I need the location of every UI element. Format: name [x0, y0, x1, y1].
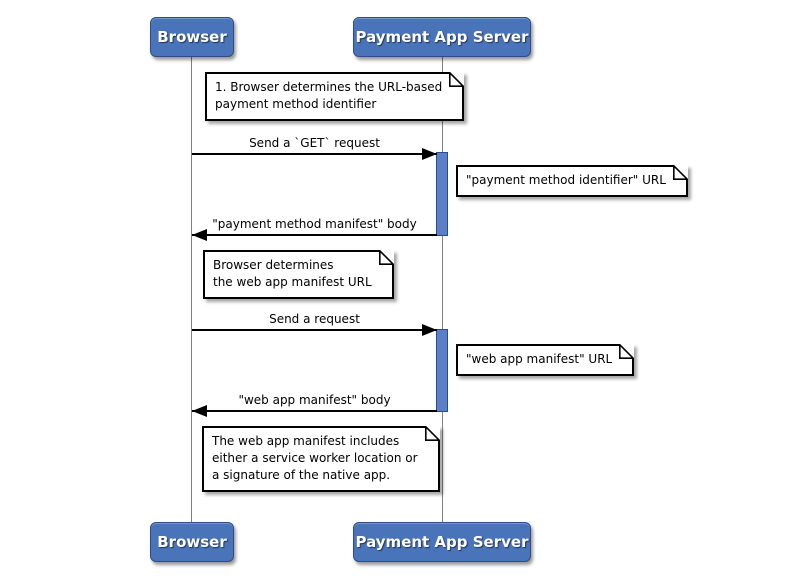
message-line — [192, 234, 437, 236]
lifeline-payment-app-server — [442, 57, 443, 522]
activation-bar-1 — [436, 152, 448, 236]
note-url-based-identifier: 1. Browser determines the URL-based paym… — [205, 72, 465, 121]
actor-browser-label: Browser — [157, 28, 227, 46]
note-line: either a service worker location or — [212, 451, 418, 465]
note-line: 1. Browser determines the URL-based — [215, 80, 443, 94]
note-browser-determines-manifest-url: Browser determines the web app manifest … — [203, 250, 394, 299]
arrowhead-right-icon — [422, 324, 437, 336]
note-manifest-contents: The web app manifest includes either a s… — [202, 426, 440, 492]
note-line: the web app manifest URL — [213, 275, 372, 289]
note-fold-icon — [672, 165, 688, 180]
arrowhead-left-icon — [192, 405, 207, 417]
note-line: Browser determines — [213, 258, 334, 272]
message-label-web-app-manifest-body: "web app manifest" body — [238, 393, 391, 407]
lifeline-browser — [191, 57, 192, 522]
note-payment-method-identifier-url: "payment method identifier" URL — [456, 165, 688, 197]
message-line — [192, 153, 437, 155]
note-fold-icon — [619, 344, 635, 359]
note-fold-icon — [449, 72, 465, 87]
message-label-get-request: Send a `GET` request — [249, 136, 380, 150]
message-label-payment-method-manifest-body: "payment method manifest" body — [212, 217, 417, 231]
actor-browser-top: Browser — [150, 17, 234, 57]
arrowhead-right-icon — [422, 148, 437, 160]
actor-payment-app-server-label: Payment App Server — [355, 28, 529, 46]
message-line — [192, 410, 437, 412]
note-line: a signature of the native app. — [212, 468, 391, 482]
message-line — [192, 329, 437, 331]
arrowhead-left-icon — [192, 229, 207, 241]
actor-payment-app-server-bottom: Payment App Server — [353, 522, 531, 562]
actor-browser-label: Browser — [157, 533, 227, 551]
actor-payment-app-server-top: Payment App Server — [353, 17, 531, 57]
actor-payment-app-server-label: Payment App Server — [355, 533, 529, 551]
message-label-send-request: Send a request — [269, 312, 360, 326]
note-line: "payment method identifier" URL — [466, 173, 666, 187]
note-fold-icon — [424, 426, 440, 441]
actor-browser-bottom: Browser — [150, 522, 234, 562]
note-line: The web app manifest includes — [212, 434, 400, 448]
note-web-app-manifest-url: "web app manifest" URL — [456, 344, 635, 376]
activation-bar-2 — [436, 329, 448, 412]
note-line: "web app manifest" URL — [466, 352, 613, 366]
note-line: payment method identifier — [215, 97, 377, 111]
note-fold-icon — [378, 250, 394, 265]
